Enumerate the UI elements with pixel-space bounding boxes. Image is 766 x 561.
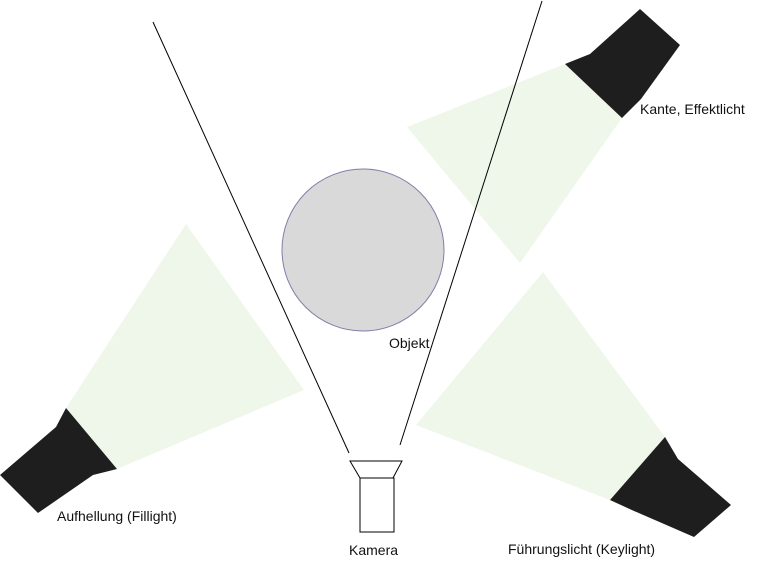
key-light-beam	[416, 272, 665, 500]
camera-view-line-right	[399, 0, 543, 446]
object-circle	[281, 168, 445, 332]
key-light-label: Führungslicht (Keylight)	[508, 541, 656, 557]
object-label: Objekt	[389, 335, 430, 351]
rim-light-beam	[407, 64, 622, 263]
camera-label: Kamera	[349, 542, 399, 558]
key-light-lamp-icon	[610, 437, 731, 537]
fill-light-lamp-icon	[0, 408, 117, 513]
camera-view-line-left	[152, 21, 350, 454]
camera-icon	[349, 460, 403, 533]
fill-light-beam	[66, 224, 304, 469]
rim-light-label: Kante, Effektlicht	[640, 101, 745, 117]
fill-light-label: Aufhellung (Fillight)	[57, 508, 177, 524]
rim-light-lamp-icon	[565, 9, 680, 118]
